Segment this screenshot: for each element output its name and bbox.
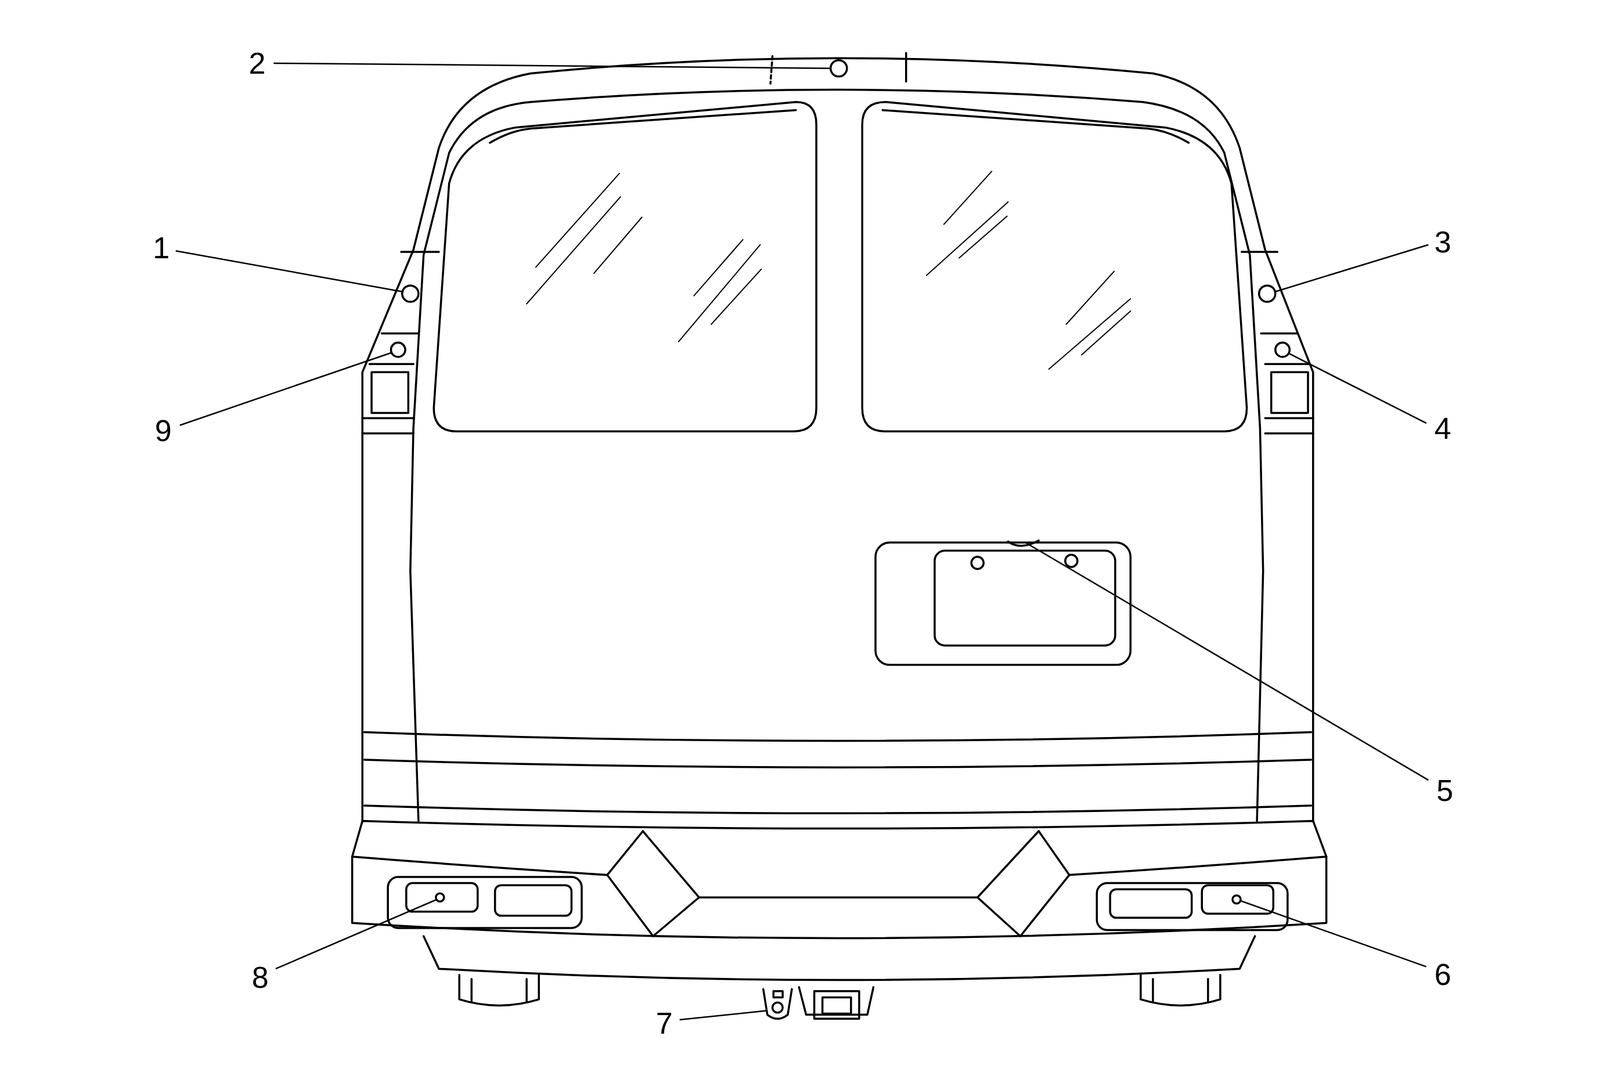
van-body	[362, 417, 414, 420]
callout-number: 4	[1434, 413, 1452, 444]
van-body	[1271, 372, 1308, 413]
leader-line	[1025, 542, 1429, 781]
van-body	[943, 171, 993, 225]
leader-line	[1289, 354, 1426, 424]
van-body	[1140, 975, 1221, 1007]
van-body	[862, 102, 1247, 432]
van-body	[770, 56, 773, 84]
van-body	[364, 732, 1312, 742]
leader-line	[175, 63, 1429, 1021]
van-body	[593, 217, 643, 274]
callout-dot	[1259, 285, 1276, 302]
van-body	[382, 332, 419, 335]
leader-line	[175, 250, 403, 292]
van-body	[1260, 332, 1298, 335]
van-body	[526, 171, 1131, 370]
van-body	[875, 542, 1131, 666]
van-body	[711, 269, 762, 325]
callout-dot	[390, 342, 406, 358]
van-body	[905, 52, 908, 82]
van-body	[1265, 363, 1310, 366]
van-body	[369, 363, 414, 366]
callout-dot	[390, 60, 1290, 904]
callout-dot	[1275, 342, 1290, 358]
van-body	[814, 991, 860, 1019]
van-body	[470, 979, 473, 1003]
van-body	[489, 110, 796, 143]
van-body	[693, 239, 743, 297]
van-body	[607, 831, 654, 937]
van-body	[1066, 271, 1115, 324]
van-body	[352, 52, 1327, 1019]
van-body	[653, 897, 699, 937]
callout-dot	[402, 285, 419, 302]
callout-dot	[830, 60, 848, 77]
leader-line	[1275, 244, 1429, 293]
van-body	[526, 196, 621, 304]
van-body	[459, 975, 539, 1007]
van-body	[1206, 979, 1210, 1003]
callout-dot	[435, 893, 445, 902]
callout-dot	[1232, 895, 1241, 904]
leader-line	[679, 1010, 768, 1021]
callout-number: 8	[251, 962, 269, 993]
van-body	[926, 202, 1009, 276]
van-body	[371, 372, 409, 413]
van-body	[1241, 250, 1278, 254]
van-body	[1151, 979, 1155, 1003]
van-body	[959, 215, 1008, 258]
van-body	[387, 877, 582, 929]
van-body	[772, 1002, 784, 1014]
callout-number: 5	[1436, 775, 1454, 806]
van-body	[1007, 540, 1039, 546]
van-body	[934, 550, 1116, 646]
van-body	[1265, 432, 1314, 435]
van-body	[977, 897, 1021, 937]
van-body	[678, 244, 761, 342]
van-body	[642, 831, 1039, 898]
van-body	[433, 102, 817, 432]
van-body	[1110, 889, 1192, 918]
van-body	[1201, 885, 1274, 914]
van-body	[364, 759, 1312, 768]
van-body	[1069, 856, 1327, 876]
van-body	[495, 885, 572, 917]
van-body	[1081, 311, 1131, 356]
leader-line	[275, 899, 438, 969]
van-body	[352, 820, 1327, 939]
van-body	[364, 805, 1312, 814]
leader-line	[1239, 900, 1427, 967]
leader-line	[179, 352, 392, 426]
callout-number: 7	[656, 1008, 673, 1039]
van-body	[1065, 555, 1078, 568]
van-body	[362, 58, 1314, 821]
van-body	[822, 997, 852, 1014]
van-body	[773, 991, 783, 998]
callout-number: 2	[248, 48, 266, 79]
van-body	[882, 110, 1189, 143]
callout-number: 1	[152, 232, 170, 263]
callout-number: 9	[155, 415, 172, 446]
callout-number: 6	[1434, 959, 1452, 990]
van-body	[423, 936, 1256, 981]
van-body	[1020, 831, 1070, 937]
van-body	[362, 432, 414, 435]
van-body	[410, 89, 1264, 822]
van-body	[1265, 417, 1314, 420]
van-body	[1049, 298, 1131, 370]
callout-number: 3	[1434, 226, 1452, 258]
van-body	[971, 556, 984, 569]
van-body	[401, 250, 439, 254]
van-body	[352, 856, 608, 876]
leader-line	[273, 63, 830, 69]
van-body	[535, 173, 620, 268]
van-body	[525, 979, 528, 1003]
van-body	[763, 989, 792, 1019]
